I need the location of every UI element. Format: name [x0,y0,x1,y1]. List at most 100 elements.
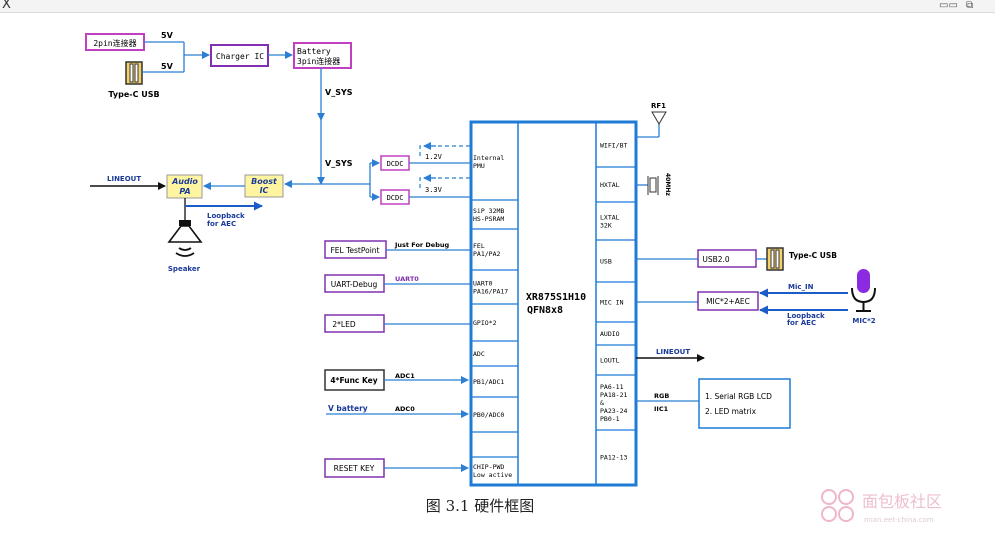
loopback-right-label-1: Loopback [787,312,825,320]
chip-right-pin-label: LOUTL [600,357,620,365]
left-peripherals: FEL TestPoint Just For Debug UART-Debug … [324,240,470,478]
chip-left-pin-label: ADC [473,350,485,358]
lcd-box [698,378,791,429]
lineout-right-label: LINEOUT [656,348,690,356]
loopback-left-label-1: Loopback [207,212,245,220]
chip-right-pin-label: USB [600,258,612,266]
chip-right-pin-label: PA12-13 [600,454,627,462]
v5-label-bottom: 5V [161,62,174,71]
chip-left-pin-label: PA1/PA2 [473,250,500,258]
power-section: 2pin连接器 Type-C USB 5V 5V Charger IC Batt… [85,31,470,205]
close-icon[interactable]: X [2,0,11,12]
boost-label-1: Boost [251,177,278,186]
v12-label: 1.2V [425,153,443,161]
typec-right-icon [766,247,784,271]
chip-left-pin-label: GPIO*2 [473,319,497,327]
audio-pa-label-2: PA [179,187,190,196]
window-title-bar: X ▭▭ ⧉ [0,0,995,13]
lcd-label-1: 1. Serial RGB LCD [705,392,772,401]
figure-caption: 图 3.1 硬件框图 [426,497,534,515]
charger-ic-label: Charger IC [216,52,264,61]
chip-left-pin-label: CHIP-PWD [473,463,504,471]
chip-left-pin-label: UART0 [473,280,493,288]
chip-left-pin-label: Internal [473,154,504,162]
audio-pa-label-1: Audio [171,177,198,186]
rgb-label: RGB [654,392,669,400]
chip-right-pin-label: LXTAL [600,214,620,222]
speaker-icon [167,220,203,257]
microphone-icon [851,269,876,312]
chip-right-pin-label: HXTAL [600,181,620,189]
lcd-label-2: 2. LED matrix [705,407,757,416]
restore-icon[interactable]: ▭▭ [939,0,958,11]
v5-label-top: 5V [161,31,174,40]
battery-label-1: Battery [297,47,331,56]
typec-left-label: Type-C USB [108,90,159,99]
chip-left-pin-label: PA16/PA17 [473,288,508,296]
v-battery-label: V battery [328,404,368,413]
v33-label: 3.3V [425,186,443,194]
watermark-logo: 面包板社区 mian.eet-china.com [821,489,942,524]
just-for-debug-label: Just For Debug [394,241,449,249]
chip-right-pin-label: PA23-24 [600,407,627,415]
chip-name: XR875S1H10 [526,292,586,303]
loopback-right-label-2: for AEC [787,319,816,327]
adc0-label: ADC0 [395,405,415,413]
chip-right-pin-label: & [600,399,604,407]
audio-section: Audio PA LINEOUT Loopback for AEC Speake… [90,174,263,273]
boost-label-2: IC [260,186,269,195]
dcdc-top-label: DCDC [387,160,404,168]
iic1-label: IIC1 [654,405,669,413]
dcdc-bottom-label: DCDC [387,194,404,202]
vsys-label-bottom: V_SYS [325,159,353,168]
fel-testpoint-label: FEL TestPoint [330,246,379,255]
chip-right-pin-label: PA18-21 [600,391,627,399]
pin2-connector-label: 2pin连接器 [93,38,136,48]
usb20-label: USB2.0 [702,255,730,264]
watermark-subtext: mian.eet-china.com [864,516,934,524]
lineout-left-label: LINEOUT [107,175,141,183]
vsys-label-top: V_SYS [325,88,353,97]
chip-right-pin-label: MIC IN [600,299,624,307]
chip-left-pin-label: SiP 32MB [473,207,504,215]
chip-left-pin-label: PB0/ADC0 [473,411,504,419]
led2-label: 2*LED [332,320,355,329]
rf1-label: RF1 [651,102,666,110]
crystal-label: 40MHz [664,173,671,196]
antenna-icon [651,111,667,125]
chip-right-pin-label: 32K [600,222,612,230]
loopback-left-label-2: for AEC [207,220,236,228]
uart-debug-label: UART-Debug [331,280,378,289]
typec-right-label: Type-C USB [789,251,837,260]
adc1-label: ADC1 [395,372,415,380]
battery-label-2: 3pin连接器 [297,56,340,66]
chip-left-pin-label: FEL [473,242,485,250]
mic2-label: MIC*2 [852,317,875,325]
watermark-text: 面包板社区 [862,492,942,511]
mic-in-label: Mic_IN [788,283,814,291]
speaker-label: Speaker [168,265,201,273]
chip-package: QFN8x8 [527,305,563,316]
fullscreen-icon[interactable]: ⧉ [966,0,974,11]
func-key-label: 4*Func Key [330,376,377,385]
chip-left-pin-label: HS-PSRAM [473,215,504,223]
chip-left-pin-label: PMU [473,162,485,170]
chip-right-pin-label: AUDIO [600,330,620,338]
typec-left-icon [125,61,143,85]
battery-connector-box [293,42,352,69]
chip-right-pin-label: WIFI/BT [600,142,627,150]
chip-left-pin-label: PB1/ADC1 [473,378,504,386]
right-peripherals: RF1 40MHz USB2.0 Type-C USB MIC*2+AEC Mi… [636,102,876,429]
mic-aec-label: MIC*2+AEC [706,297,750,306]
reset-key-label: RESET KEY [334,464,375,473]
chip-left-pin-label: Low active [473,471,512,479]
chip-right-pin-label: PB0-1 [600,415,620,423]
chip-right-pin-label: PA6-11 [600,383,624,391]
uart0-label: UART0 [395,275,419,283]
mic-aec-box [697,291,759,311]
crystal-icon [647,176,659,195]
